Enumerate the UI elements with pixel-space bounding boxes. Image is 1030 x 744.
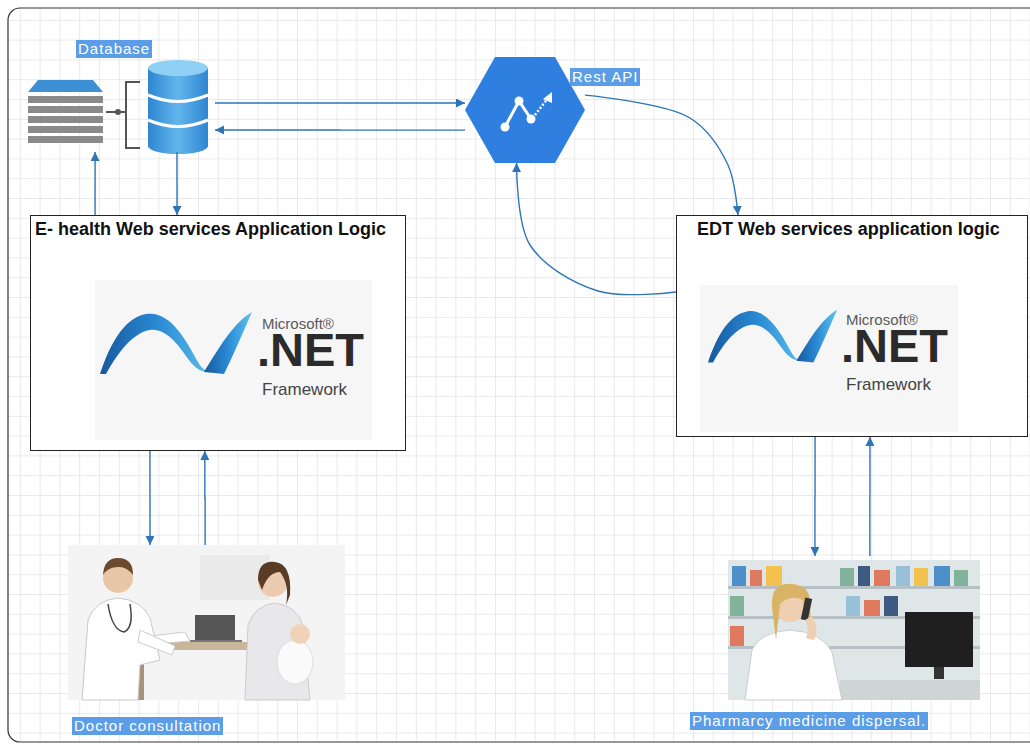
database-cylinder xyxy=(148,60,208,154)
doctor-photo xyxy=(68,545,345,700)
box-ground xyxy=(30,215,406,451)
connector-arrow xyxy=(585,95,738,215)
logo-text: Framework xyxy=(846,376,931,393)
dotnet-logo xyxy=(700,285,958,432)
api-icon xyxy=(501,123,510,132)
pharmacy-photo xyxy=(874,570,890,586)
dotnet-logo xyxy=(100,312,252,374)
api-icon xyxy=(535,98,548,115)
database-cylinder xyxy=(148,68,208,146)
pharmacy-photo xyxy=(858,566,870,586)
dotnet-logo xyxy=(700,285,958,432)
rest-api-hexagon: Rest API xyxy=(465,57,585,163)
doctor-photo xyxy=(108,604,131,632)
connector-arrow xyxy=(204,451,206,545)
dotnet-logo xyxy=(95,280,372,440)
box-ground xyxy=(676,215,1028,437)
logo-text: .NET xyxy=(257,326,364,373)
connector-arrow xyxy=(149,451,150,545)
pharmacy-photo xyxy=(730,626,744,646)
pharmacy-photo xyxy=(846,596,860,616)
server-stack-icon xyxy=(28,106,103,113)
doctor-photo xyxy=(277,640,313,684)
highlighted-label: Doctor consultation xyxy=(72,717,223,735)
pharmacy-photo xyxy=(914,568,928,586)
database-cylinder xyxy=(148,138,208,154)
photo-node: Pharmarcy medicine dispersal. xyxy=(728,556,980,702)
pharmacy-photo xyxy=(840,568,854,586)
server-stack-icon xyxy=(28,136,103,143)
pharmacy-photo xyxy=(840,680,980,700)
bracket xyxy=(126,82,140,148)
api-icon xyxy=(527,115,536,124)
database-cylinder xyxy=(148,95,208,102)
hexagon-outline xyxy=(465,57,585,163)
api-icon xyxy=(543,92,552,103)
pharmacy-photo xyxy=(884,596,898,616)
doctor-photo xyxy=(103,558,133,575)
dotnet-logo xyxy=(204,312,252,374)
connector-arrow xyxy=(814,437,815,556)
grid-frame xyxy=(8,8,1030,742)
pharmacy-photo xyxy=(934,566,950,586)
database-cylinder xyxy=(148,60,208,76)
photo-node: Doctor consultation xyxy=(68,545,345,700)
dotnet-logo xyxy=(95,280,372,440)
connector-arrow xyxy=(215,129,465,131)
pharmacy-photo xyxy=(772,584,812,640)
doctor-photo xyxy=(290,624,310,644)
highlighted-label: Rest API xyxy=(570,68,640,86)
pharmacy-photo xyxy=(728,586,980,589)
connector-arrow xyxy=(215,102,465,103)
doctor-photo xyxy=(138,630,175,655)
logo-text: Framework xyxy=(262,381,347,398)
doctor-photo xyxy=(258,562,290,605)
pharmacy-photo xyxy=(732,566,746,586)
pharmacy-photo xyxy=(805,616,817,640)
pharmacy-photo xyxy=(864,600,880,616)
server-stack-icon xyxy=(28,126,103,133)
server-stack-icon xyxy=(28,116,103,123)
pharmacy-photo xyxy=(728,560,980,700)
hexagon-shape xyxy=(465,57,585,163)
box-title: E- health Web services Application Logic xyxy=(35,219,399,240)
api-icon xyxy=(501,92,553,132)
dotnet-logo xyxy=(708,311,807,362)
dotnet-logo xyxy=(708,310,837,363)
pharmacy-photo xyxy=(730,596,744,616)
connector-arrow xyxy=(94,152,95,215)
highlighted-label: Pharmarcy medicine dispersal. xyxy=(690,712,928,730)
pharmacy-photo xyxy=(905,612,973,667)
dotnet-logo xyxy=(100,314,216,374)
api-icon xyxy=(515,97,524,106)
database-node: Database xyxy=(20,36,215,152)
connector-arrow xyxy=(517,163,676,295)
pharmacy-photo xyxy=(750,570,762,586)
connector-arrow xyxy=(869,437,870,556)
bracket xyxy=(106,82,140,148)
dotnet-logo xyxy=(796,310,837,363)
server-stack-icon xyxy=(28,80,103,92)
pharmacy-photo xyxy=(766,566,782,586)
pharmacy-photo xyxy=(954,570,968,586)
doctor-photo xyxy=(82,598,160,700)
doctor-photo xyxy=(68,545,345,700)
doctor-photo xyxy=(195,615,235,641)
bracket xyxy=(115,109,121,115)
pharmacy-photo xyxy=(745,630,842,700)
highlighted-label: Database xyxy=(76,40,152,58)
connector-arrow xyxy=(176,152,177,215)
server-stack-icon xyxy=(28,80,103,143)
pharmacy-photo xyxy=(728,560,980,700)
box-title: EDT Web services application logic xyxy=(697,219,1019,240)
database-cylinder xyxy=(148,120,208,127)
pharmacy-photo xyxy=(934,667,944,679)
pharmacy-photo xyxy=(896,566,910,586)
logo-text: .NET xyxy=(841,322,948,369)
server-stack-icon xyxy=(28,96,103,103)
